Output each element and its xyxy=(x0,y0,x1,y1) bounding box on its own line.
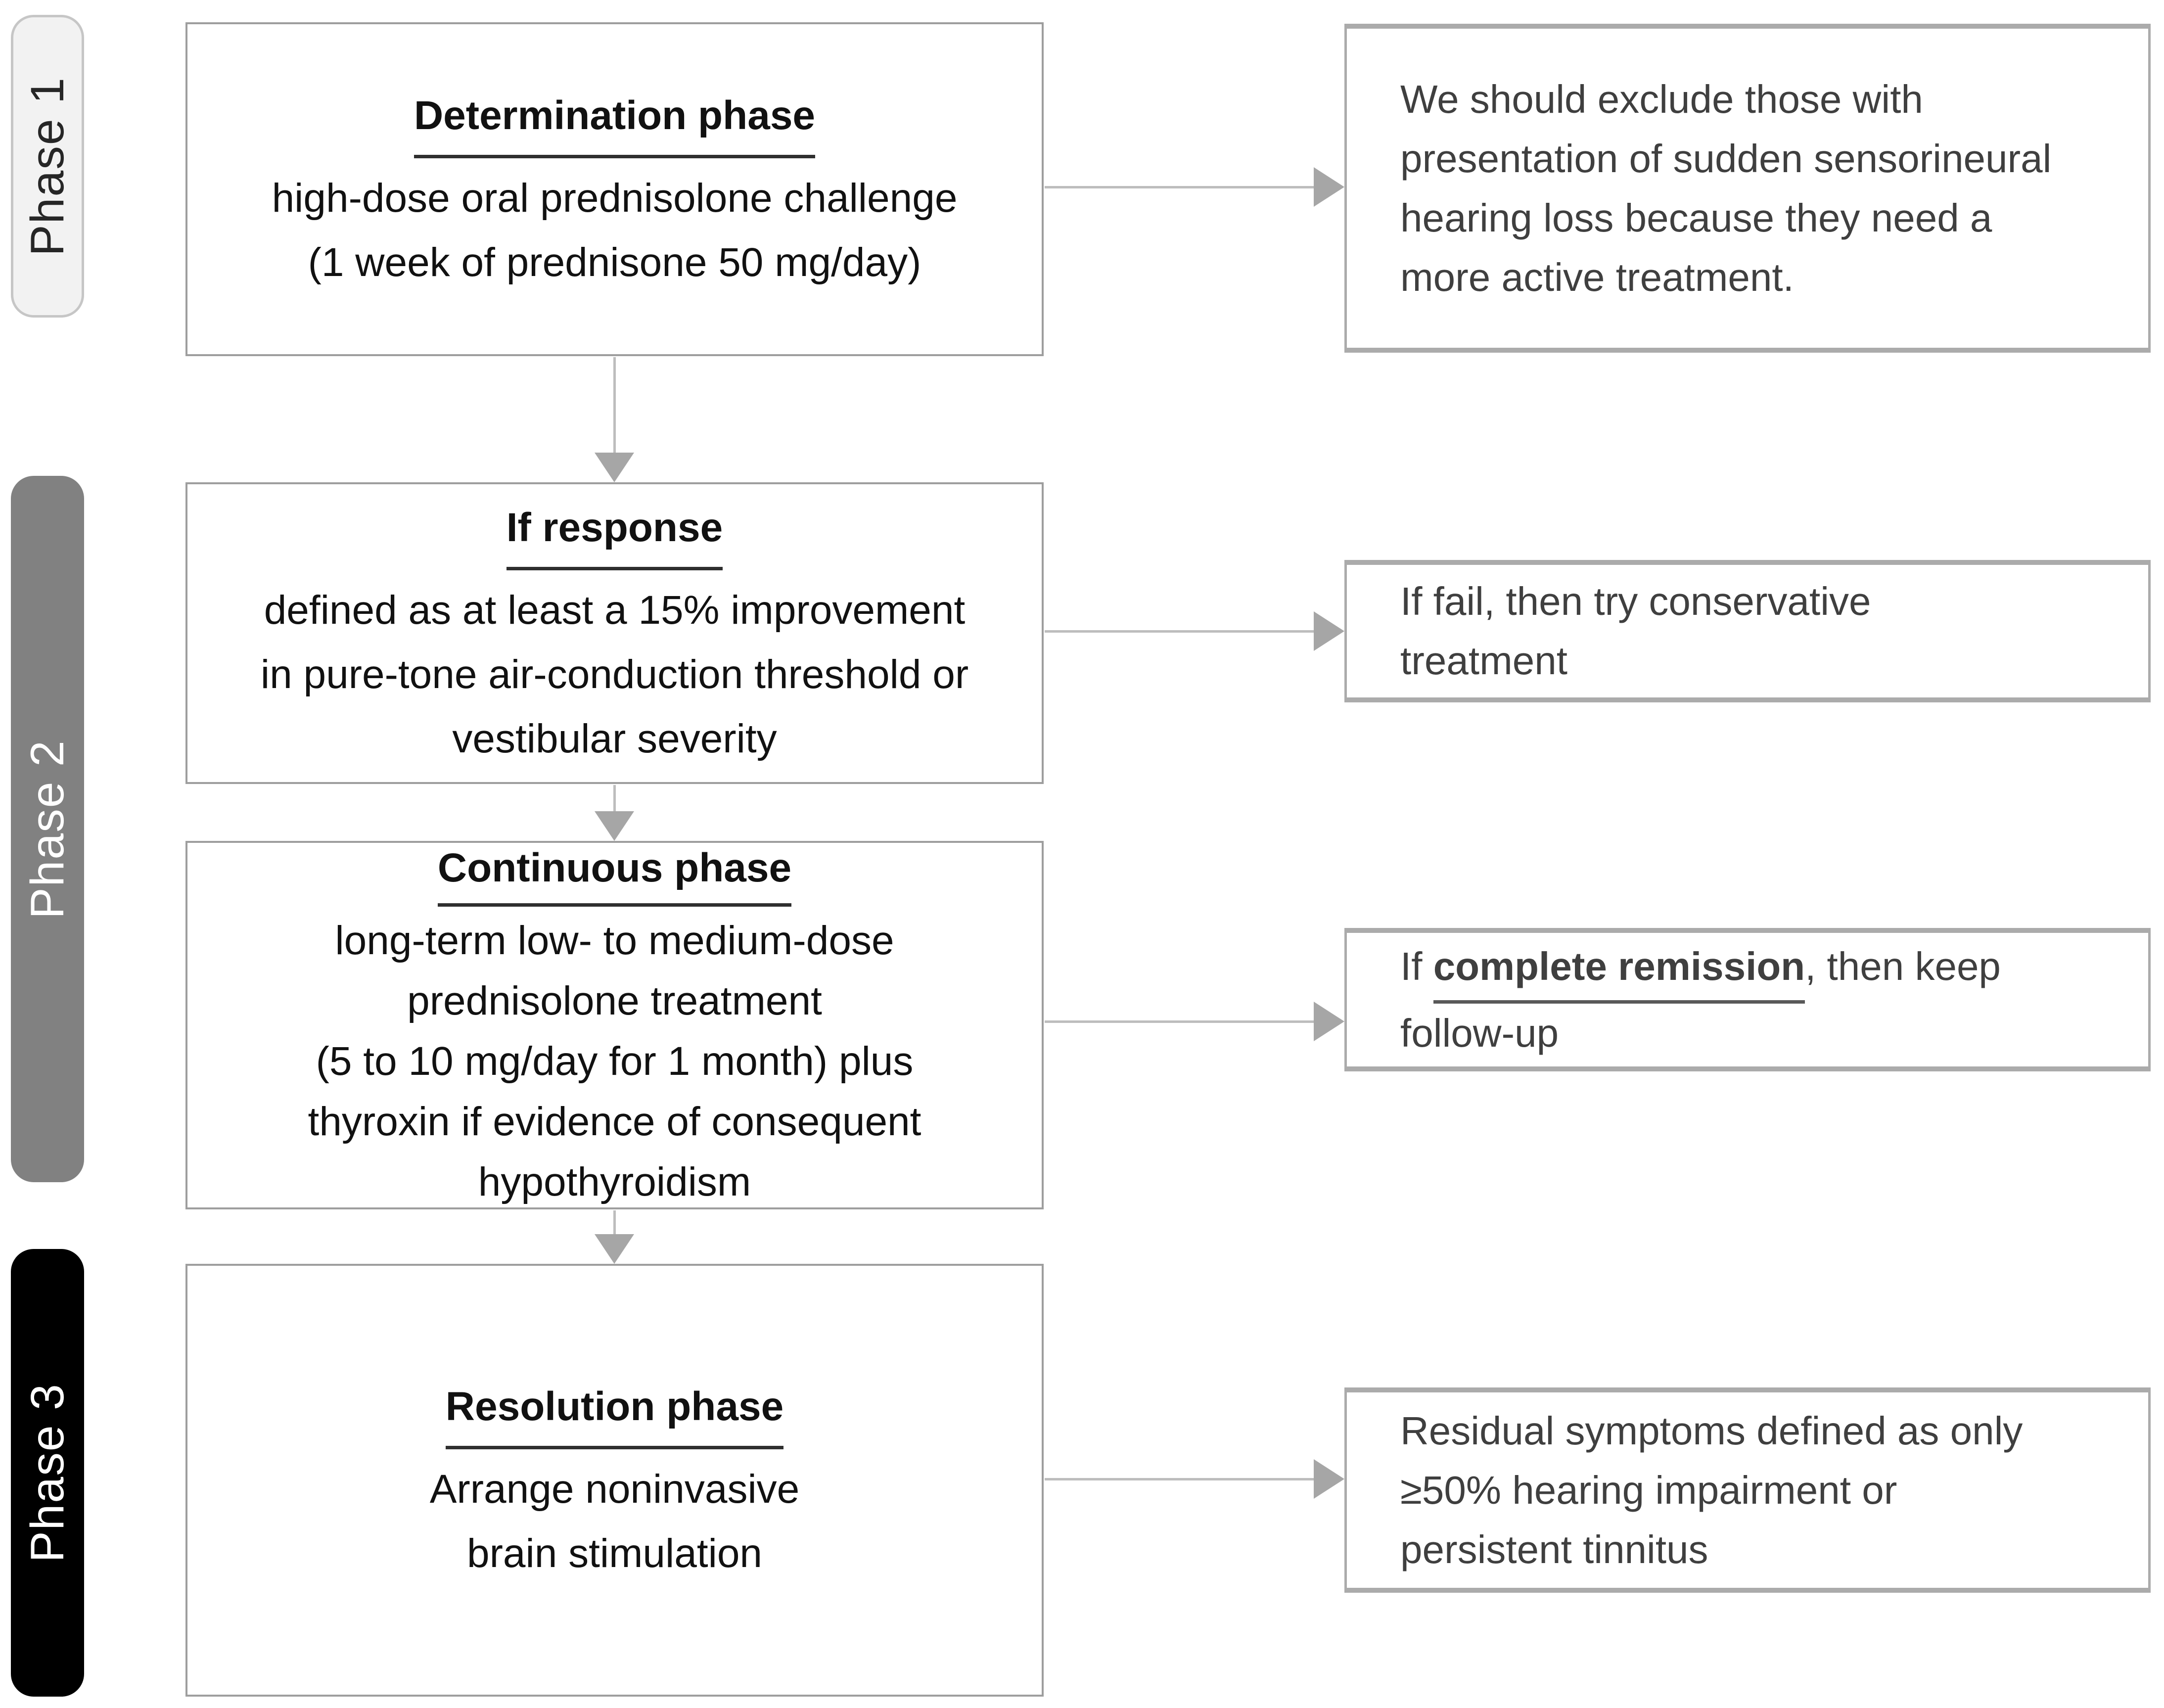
connector-line-resolution-to-note xyxy=(1045,1478,1315,1480)
if-response-line: defined as at least a 15% improvement xyxy=(264,587,966,633)
if-response-title: If response xyxy=(506,496,723,570)
phase-2-chip: Phase 2 xyxy=(11,476,84,1182)
determination-phase-title-text: Determination phase xyxy=(414,84,816,158)
if-response-title-text: If response xyxy=(506,496,723,570)
remission-note-line: If complete remission, then keep xyxy=(1400,937,2138,1004)
exclusion-note-line: presentation of sudden sensorineural xyxy=(1400,136,2052,181)
exclusion-note-line: more active treatment. xyxy=(1400,255,1794,299)
phase-3-chip: Phase 3 xyxy=(11,1249,84,1697)
determination-phase-box: Determination phase high-dose oral predn… xyxy=(185,22,1044,356)
continuous-phase-line: hypothyroidism xyxy=(478,1159,751,1204)
if-response-line: in pure-tone air-conduction threshold or xyxy=(260,651,969,697)
resolution-phase-title-text: Resolution phase xyxy=(445,1375,784,1449)
arrowhead-right-icon xyxy=(1314,611,1344,651)
connector-line-continuous-to-resolution xyxy=(613,1210,616,1234)
connector-line-response-to-continuous xyxy=(613,785,616,811)
continuous-phase-box: Continuous phase long-term low- to mediu… xyxy=(185,841,1044,1209)
continuous-phase-line: long-term low- to medium-dose xyxy=(335,918,894,963)
resolution-phase-line: brain stimulation xyxy=(466,1531,763,1576)
if-fail-note-line: treatment xyxy=(1400,639,1567,683)
remission-note-emphasis: complete remission xyxy=(1433,937,1805,1004)
remission-note-line: follow-up xyxy=(1400,1011,1559,1055)
remission-note-prefix: If xyxy=(1400,944,1433,988)
if-response-box: If response defined as at least a 15% im… xyxy=(185,482,1044,784)
residual-symptoms-note-line: persistent tinnitus xyxy=(1400,1527,1708,1571)
connector-line-continuous-to-note xyxy=(1045,1020,1315,1023)
connector-line-determination-to-note xyxy=(1045,186,1315,188)
arrowhead-down-icon xyxy=(595,811,634,841)
phase-1-chip-label: Phase 1 xyxy=(21,76,74,256)
residual-symptoms-note-box: Residual symptoms defined as only ≥50% h… xyxy=(1344,1387,2151,1593)
if-response-line: vestibular severity xyxy=(452,716,777,761)
continuous-phase-title-text: Continuous phase xyxy=(437,838,792,907)
resolution-phase-line: Arrange noninvasive xyxy=(429,1467,800,1512)
exclusion-note-line: hearing loss because they need a xyxy=(1400,195,1992,240)
resolution-phase-title: Resolution phase xyxy=(445,1375,784,1449)
exclusion-note-box: We should exclude those with presentatio… xyxy=(1344,24,2151,353)
connector-line-phase1-to-phase2 xyxy=(613,357,616,453)
phase-2-chip-label: Phase 2 xyxy=(21,739,74,919)
determination-phase-title: Determination phase xyxy=(414,84,816,158)
if-fail-note-box: If fail, then try conservative treatment xyxy=(1344,560,2151,702)
phase-3-chip-label: Phase 3 xyxy=(21,1383,74,1563)
phase-1-chip: Phase 1 xyxy=(11,15,84,318)
continuous-phase-line: prednisolone treatment xyxy=(407,978,822,1023)
determination-phase-line: high-dose oral prednisolone challenge xyxy=(272,176,958,221)
if-fail-note-line: If fail, then try conservative xyxy=(1400,579,1871,623)
continuous-phase-title: Continuous phase xyxy=(437,838,792,907)
arrowhead-right-icon xyxy=(1314,1002,1344,1041)
remission-note-box: If complete remission, then keep follow-… xyxy=(1344,928,2151,1071)
determination-phase-line: (1 week of prednisone 50 mg/day) xyxy=(308,240,921,285)
continuous-phase-line: (5 to 10 mg/day for 1 month) plus xyxy=(316,1039,914,1084)
arrowhead-down-icon xyxy=(595,1234,634,1264)
continuous-phase-line: thyroxin if evidence of consequent xyxy=(308,1099,921,1144)
arrowhead-right-icon xyxy=(1314,1459,1344,1499)
resolution-phase-box: Resolution phase Arrange noninvasive bra… xyxy=(185,1264,1044,1697)
residual-symptoms-note-line: ≥50% hearing impairment or xyxy=(1400,1468,1897,1512)
residual-symptoms-note-line: Residual symptoms defined as only xyxy=(1400,1408,2023,1453)
exclusion-note-line: We should exclude those with xyxy=(1400,77,1923,121)
arrowhead-down-icon xyxy=(595,453,634,482)
remission-note-suffix: , then keep xyxy=(1805,944,2001,988)
connector-line-response-to-note xyxy=(1045,630,1315,633)
arrowhead-right-icon xyxy=(1314,167,1344,207)
